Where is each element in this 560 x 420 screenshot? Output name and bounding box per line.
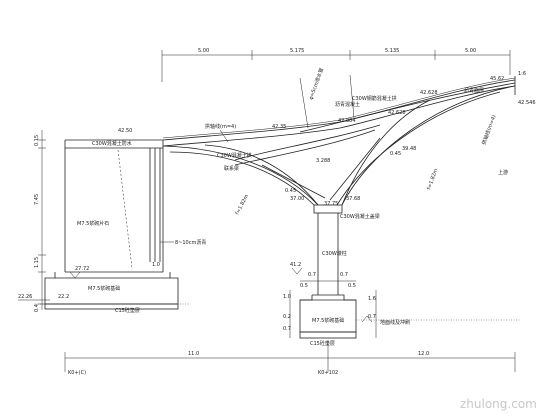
abut-top-elev: 42.50 <box>118 128 132 134</box>
pier-low-dim-3: 0.7 <box>283 326 291 332</box>
pier-cap-label: C30W混凝土盖梁 <box>340 213 380 220</box>
arch-right-label: 拱轴线(m=4) <box>480 114 497 146</box>
pier-low-elev: 41.2 <box>290 262 301 268</box>
seal-label: 8~10cm沥青 <box>175 239 206 246</box>
left-dim-1: 0.15 <box>34 135 40 146</box>
bottom-dimension-line <box>64 340 516 372</box>
top-dimension-line <box>161 50 511 82</box>
pave-right-label: 沥青面层 <box>464 87 484 94</box>
ground-left-elev: 22.26 <box>18 294 32 300</box>
pier-top-elev-3: 37.68 <box>346 196 360 202</box>
left-dim-4: 0.4 <box>34 304 40 312</box>
right-end-elev: 42.546 <box>518 100 536 106</box>
pier-top-elev: 37.00 <box>290 196 304 202</box>
station-left: K0+(C) <box>68 370 86 376</box>
conn-label: 联系梁 <box>224 165 239 172</box>
crown-elev-2: 0.45 <box>390 151 401 157</box>
left-vertical-dims <box>38 130 46 310</box>
deck-elev-3: 42.628 <box>420 90 438 96</box>
pier-body-label: C30W墩柱 <box>322 250 347 257</box>
left-dim-2: 7.45 <box>34 194 40 205</box>
pier-dim-4: 0.5 <box>348 283 356 289</box>
left-dim-3: 1.15 <box>34 257 40 268</box>
ped-label: 上游 <box>498 169 508 176</box>
span-left-label: 1.0 <box>152 262 160 268</box>
watermark: zhulong.com <box>460 397 537 411</box>
pier-low-dim-2: 0.2 <box>283 314 291 320</box>
pier-side-dim-2: 0.7 <box>368 314 376 320</box>
pier-top-elev-2: 37.75 <box>324 201 338 207</box>
right-scale-label: 1:6 <box>518 71 526 77</box>
top-dim-3: 5.135 <box>385 48 399 54</box>
deck-right-elev: 45.62 <box>490 76 504 82</box>
station-mid: K0+102 <box>318 370 338 376</box>
top-dim-1: 5.00 <box>198 48 209 54</box>
pier-dim-2: 0.7 <box>340 272 348 278</box>
left-abutment <box>35 139 190 310</box>
main-arches <box>162 85 516 206</box>
pier-mid-elev: 3.288 <box>316 158 330 164</box>
pave-label: 沥青混凝土 <box>335 101 360 108</box>
pier-side-dim-1: 1.6 <box>368 296 376 302</box>
pier-cushion-label: C15砼垫层 <box>310 340 335 347</box>
top-dim-2: 5.175 <box>290 48 304 54</box>
central-pier <box>299 204 357 339</box>
rib-right-label: f=1.82m <box>426 168 439 191</box>
bottom-dim-2: 12.0 <box>418 351 429 357</box>
deck-elev-1: 42.35 <box>272 124 286 130</box>
arch-mid-label: C30W钢筋混凝土拱 <box>352 95 397 102</box>
crown-elev: 0.45 <box>285 188 296 194</box>
abut-body-label: M7.5浆砌片石 <box>77 220 109 227</box>
spring-right-elev: 39.48 <box>402 146 416 152</box>
arch-left-label: 拱轴线(m=4) <box>205 123 236 130</box>
pier-low-dim-1: 1.0 <box>283 294 291 300</box>
arch-conn-label: C30W混凝土拱 <box>217 152 252 159</box>
ground-left-elev-2: 22.2 <box>58 294 69 300</box>
pier-dim-3: 0.5 <box>300 283 308 289</box>
pier-dim-1: 0.7 <box>308 272 316 278</box>
deck-elev-4: 42.628 <box>388 110 406 116</box>
abut-base-label: M7.5浆砌基础 <box>88 285 120 292</box>
pier-base-label: M7.5浆砌基础 <box>312 317 344 324</box>
bottom-dim-1: 11.0 <box>188 351 199 357</box>
pipe-label: φ=5cm泄水管 <box>307 67 325 101</box>
rib-left-label: f=1.82m <box>234 194 250 216</box>
base-left-elev: 27.72 <box>75 266 89 272</box>
abut-cushion-label: C15砼垫层 <box>115 307 140 314</box>
top-dim-4: 5.00 <box>465 48 476 54</box>
abut-cap-label: C30W混凝土防水 <box>92 140 132 147</box>
deck-elev-2: 42.884 <box>338 118 356 124</box>
ground-line-label: 地面线及冲刷 <box>380 319 410 326</box>
